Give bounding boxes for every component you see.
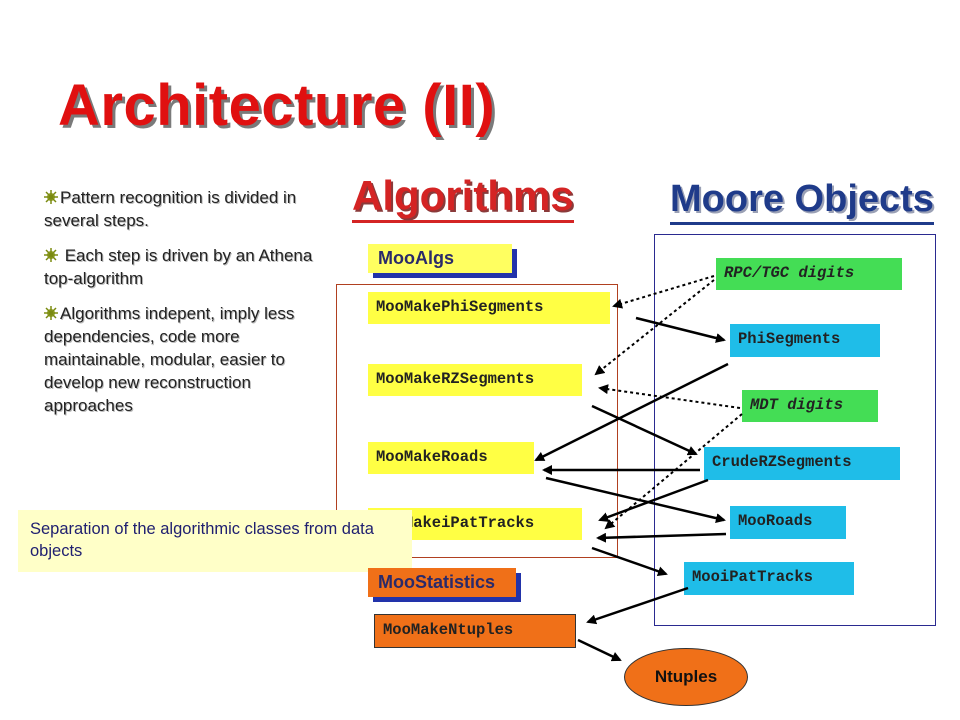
arrow-rpc-to-rz <box>594 279 715 376</box>
objects-frame <box>654 234 936 626</box>
bullet-text: Algorithms indepent, imply less dependen… <box>44 304 295 415</box>
bullet-list: Pattern recognition is divided in severa… <box>44 186 344 429</box>
arrow-mooroads-to-ipat <box>596 532 727 543</box>
algorithm-box-roads: MooMakeRoads <box>368 442 534 474</box>
moore-objects-header: Moore Objects <box>670 176 934 225</box>
algorithms-frame <box>336 284 618 558</box>
separation-note: Separation of the algorithmic classes fr… <box>18 510 412 572</box>
arrow-ntuples-alg-to-ntuples <box>577 638 622 662</box>
ntuples-ellipse: Ntuples <box>624 648 748 706</box>
algorithm-box-make-ntuples: MooMakeNtuples <box>374 614 576 648</box>
object-box-moo-ipat-tracks: MooiPatTracks <box>684 562 854 595</box>
arrow-crude-to-ipat <box>598 478 709 522</box>
arrow-phi-seg-to-roads <box>534 362 729 462</box>
arrow-rz-alg-to-crude <box>591 404 698 456</box>
algorithm-box-phi-segments: MooMakePhiSegments <box>368 292 610 324</box>
arrow-phi-alg-to-phi-seg <box>635 316 726 343</box>
algorithm-box-rz-segments: MooMakeRZSegments <box>368 364 582 396</box>
bullet-text: Pattern recognition is divided in severa… <box>44 188 297 230</box>
bullet-star-icon <box>44 190 58 204</box>
digits-box-mdt: MDT digits <box>742 390 878 422</box>
object-box-crude-rz-segments: CrudeRZSegments <box>704 447 900 480</box>
bullet-text: Each step is driven by an Athena top-alg… <box>44 246 313 288</box>
bullet-item: Each step is driven by an Athena top-alg… <box>44 244 344 290</box>
bullet-item: Pattern recognition is divided in severa… <box>44 186 344 232</box>
slide-title: Architecture (II) <box>58 73 496 138</box>
arrow-ipat-alg-to-tracks <box>591 546 668 577</box>
arrow-tracks-to-ntuples-alg <box>586 586 689 625</box>
bullet-star-icon <box>44 248 58 262</box>
bullet-star-icon <box>44 306 58 320</box>
arrow-roads-alg-to-mooroads <box>545 476 726 524</box>
algorithms-header: Algorithms <box>352 172 574 223</box>
arrow-mdt-to-rz <box>598 384 741 409</box>
digits-box-rpc-tgc: RPC/TGC digits <box>716 258 902 290</box>
mooalgs-label: MooAlgs <box>368 244 512 273</box>
object-box-moo-roads: MooRoads <box>730 506 846 539</box>
bullet-item: Algorithms indepent, imply less dependen… <box>44 302 344 417</box>
moostatistics-label: MooStatistics <box>368 568 516 597</box>
object-box-phi-segments: PhiSegments <box>730 324 880 357</box>
